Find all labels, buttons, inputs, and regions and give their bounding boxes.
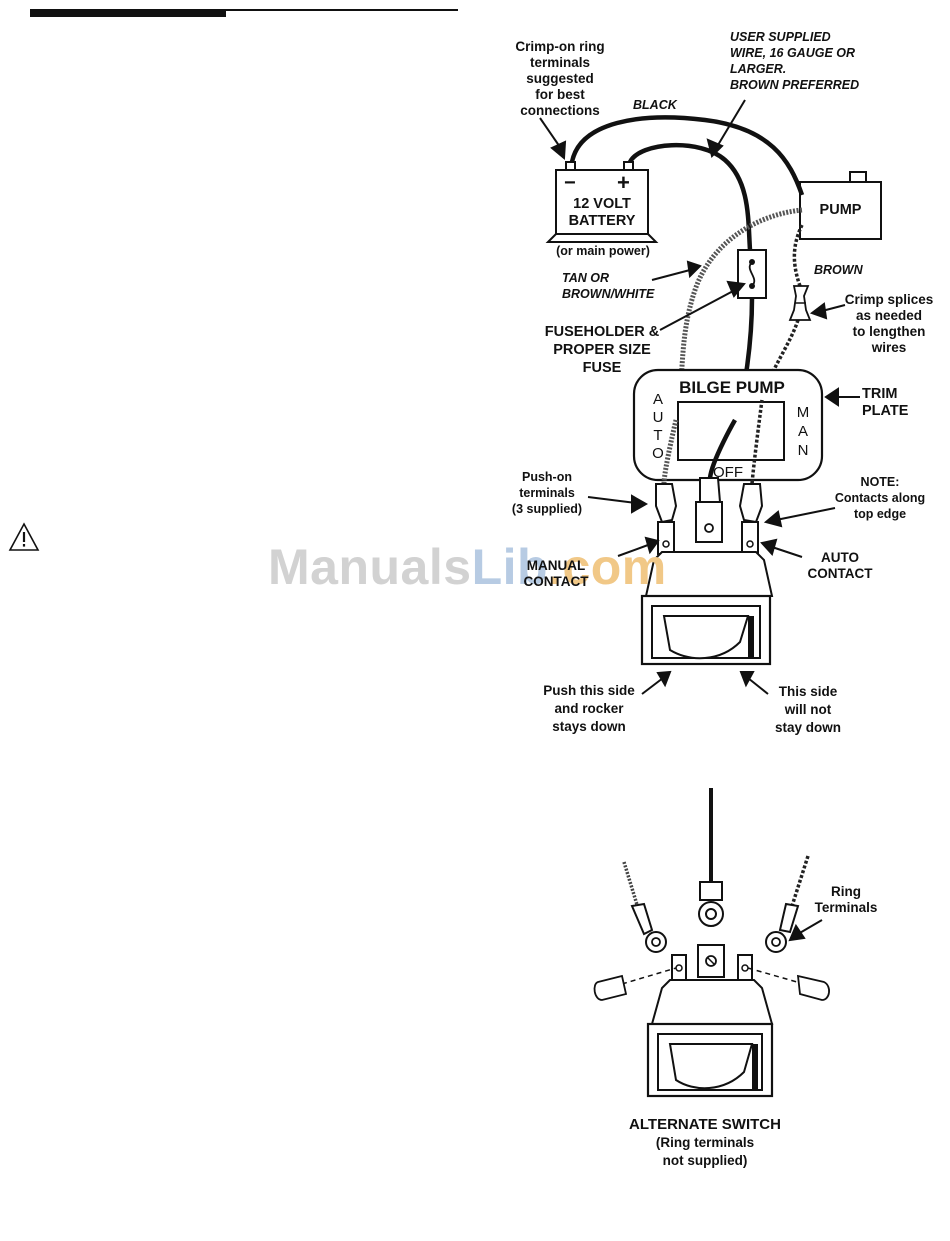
trim-line1: TRIM [862,386,898,402]
manual-contact-line2: CONTACT [523,574,589,589]
pump-shape [799,171,882,240]
crimp-splices-line2: as needed [855,308,923,323]
battery-line2: BATTERY [568,213,636,229]
watermark-part3: .com [548,539,667,595]
auto-letter-a: A [652,391,663,408]
tan-line1: TAN OR [562,271,609,285]
battery-plus-label: + [617,170,630,195]
man-vertical-label: M A N [795,403,811,460]
man-letter-n: N [797,442,809,459]
battery-label: 12 VOLT BATTERY [556,196,648,230]
header-rule-thin [30,9,458,11]
user-wire-line1: USER SUPPLIED [730,30,831,44]
ring-line2: Terminals [814,900,878,915]
auto-vertical-label: A U T O [650,391,666,463]
push-on-line2: terminals [519,486,575,500]
user-wire-line3: LARGER. [730,62,787,76]
tan-wire [661,207,803,485]
manual-contact-line1: MANUAL [526,558,586,573]
pump-label: PUMP [819,202,862,218]
crimp-splices-line1: Crimp splices [844,292,934,307]
battery-minus-label: − [564,172,576,194]
alt-line2: (Ring terminals [655,1135,755,1150]
this-side-label: This side will not stay down [760,683,856,737]
user-wire-line2: WIRE, 16 GAUGE OR [730,46,856,60]
watermark-part1: Manuals [268,539,472,595]
fuse-line3: FUSE [582,360,622,376]
tan-wire-label: TAN OR BROWN/WHITE [562,270,654,302]
alt-line1: ALTERNATE SWITCH [629,1116,781,1133]
this-side-line2: will not [784,702,832,717]
callout-arrows [539,99,860,942]
trim-line2: PLATE [862,403,909,419]
brown-wire-label: BROWN [814,263,863,277]
red-wire-to-fuse [627,142,753,251]
alt-line3: not supplied) [662,1153,748,1168]
rocker-switch-shape [640,501,774,666]
this-side-line3: stay down [774,720,841,735]
ring-line1: Ring [831,884,861,899]
battery-line1: 12 VOLT [573,196,631,212]
brown-wire-upper [792,224,804,287]
fuse-line1: FUSEHOLDER & [544,324,660,340]
man-letter-a: A [797,423,808,440]
note-line1: NOTE: [860,475,900,489]
user-wire-line4: BROWN PREFERRED [730,78,860,92]
trim-plate-label: TRIM PLATE [862,386,908,420]
crimp-on-line4: for best [535,87,585,102]
auto-contact-line1: AUTO [820,550,859,565]
note-label: NOTE: Contacts along top edge [828,474,932,522]
auto-letter-o: O [652,445,664,462]
tan-line2: BROWN/WHITE [562,287,655,301]
man-letter-m: M [796,404,810,421]
push-side-line2: and rocker [554,701,624,716]
push-on-label: Push-on terminals (3 supplied) [500,469,594,517]
bilge-pump-label: BILGE PUMP [679,378,785,397]
push-on-line1: Push-on [522,470,572,484]
crimp-splices-line3: to lengthen [852,324,926,339]
crimp-splice-shape [788,285,812,321]
manual-contact-label: MANUAL CONTACT [516,558,596,590]
auto-contact-line2: CONTACT [807,566,873,581]
crimp-on-line3: suggested [526,71,594,86]
push-on-line3: (3 supplied) [511,502,583,516]
main-power-label: (or main power) [556,244,650,258]
ring-terminals-label: Ring Terminals [808,884,884,916]
user-wire-label: USER SUPPLIED WIRE, 16 GAUGE OR LARGER. … [730,29,859,93]
note-line3: top edge [853,507,907,521]
fuse-line2: PROPER SIZE [553,342,651,358]
crimp-on-line1: Crimp-on ring [515,39,605,54]
watermark-part2: Lib [471,539,549,595]
battery-shape [545,161,659,243]
crimp-splices-line4: wires [871,340,907,355]
black-wire [569,115,805,196]
note-line2: Contacts along [834,491,926,505]
fuseholder-shape [737,249,767,299]
watermark: ManualsLib.com [268,538,667,596]
black-wire-label: BLACK [633,98,677,112]
crimp-on-line5: connections [520,103,600,118]
auto-letter-u: U [652,409,664,426]
header-rule-thick [30,11,226,17]
warning-triangle-icon [8,522,40,551]
push-side-line3: stays down [552,719,626,734]
crimp-on-line2: terminals [529,55,591,70]
off-label: OFF [713,464,743,481]
auto-contact-label: AUTO CONTACT [800,550,880,582]
crimp-on-label: Crimp-on ring terminals suggested for be… [508,39,612,119]
push-side-label: Push this side and rocker stays down [534,682,644,736]
auto-letter-t: T [653,427,663,444]
fuseholder-label: FUSEHOLDER & PROPER SIZE FUSE [540,323,664,377]
alternate-switch-shape [593,788,830,1098]
crimp-splices-label: Crimp splices as needed to lengthen wire… [836,292,942,356]
push-side-line1: Push this side [543,683,635,698]
alternate-switch-label: ALTERNATE SWITCH (Ring terminals not sup… [610,1116,800,1170]
this-side-line1: This side [778,684,838,699]
